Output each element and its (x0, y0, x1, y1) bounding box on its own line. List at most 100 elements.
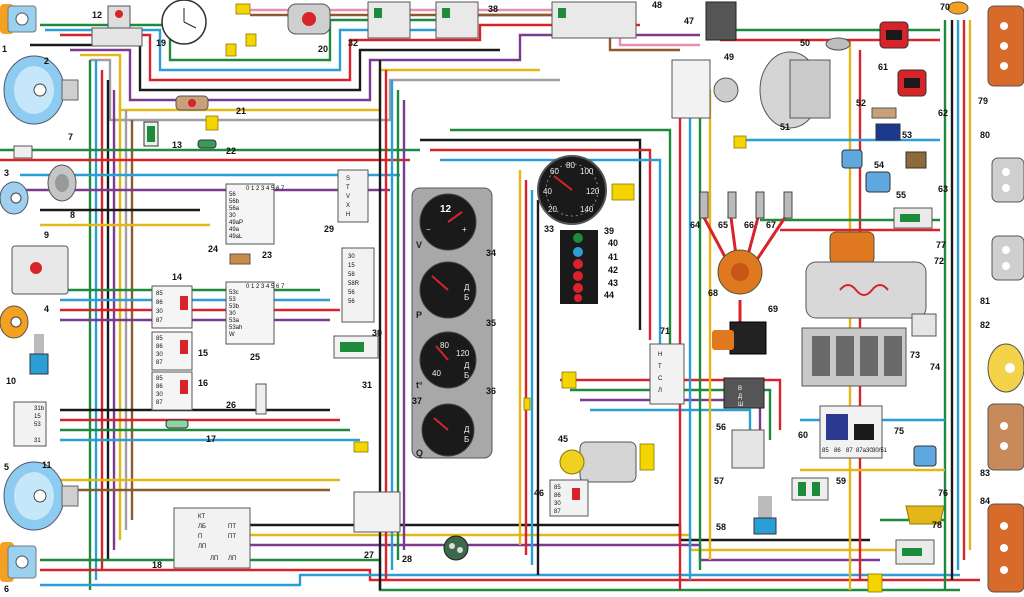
front-turn-lamp-top (0, 4, 37, 34)
distributor (717, 249, 763, 295)
switch29-pin: X (346, 203, 350, 209)
fuel-gauge-label: Q (416, 448, 423, 458)
switch30-pin: 30 (348, 254, 355, 260)
callout: 15 (198, 348, 208, 358)
switch-30: 30 15 58 58R 56 56 (341, 247, 375, 323)
switch30-pin: 58R (348, 281, 360, 287)
callout: 83 (980, 468, 990, 478)
callout: 27 (364, 550, 374, 560)
washer-motor (91, 5, 143, 47)
callout: 39 (604, 226, 614, 236)
side-lamp-4 (0, 305, 29, 339)
callout: 59 (836, 476, 846, 486)
callout: 14 (172, 272, 182, 282)
speedometer: 20 40 60 80 100 120 140 (537, 155, 607, 225)
switch29-pin: T (346, 185, 350, 191)
switch18-pin: ЛП (210, 556, 218, 562)
switch-11-labels: 31b 15 53 31 (34, 406, 45, 444)
sensor-52 (871, 107, 897, 119)
fuse-box-23: 0 1 2 3 4 5 6 7 56 56b 56a 30 49aP 49a 4… (225, 183, 285, 245)
warning-lamp-block (560, 230, 598, 304)
relay-57 (731, 429, 765, 469)
voltmeter-minus: − (426, 225, 431, 234)
sensor-63 (905, 151, 927, 169)
temp-gauge-label: t° (416, 380, 423, 390)
relay16-pin: 30 (156, 392, 163, 398)
callout: 77 (936, 240, 946, 250)
callout: 70 (940, 2, 950, 12)
sensor-75 (913, 445, 937, 467)
switch71-pin: С (658, 376, 663, 382)
temp-scale: 120 (456, 349, 470, 358)
switch-31 (333, 335, 379, 359)
regulator-pin: Ш (738, 402, 744, 408)
voltmeter-gauge: 12 − + V (416, 193, 477, 251)
callout: 41 (608, 252, 618, 262)
fuse23-terminal: 49aL (229, 234, 243, 240)
callout: 44 (604, 290, 614, 300)
fuse-box-25-header: 0 1 2 3 4 5 6 7 (246, 284, 285, 290)
fuse23-terminal: 30 (229, 213, 236, 219)
callout: 4 (44, 304, 49, 314)
callout: 36 (486, 386, 496, 396)
rear-lamp-79 (987, 5, 1024, 87)
callout: 10 (6, 376, 16, 386)
oil-gauge-terminal: Б (464, 293, 469, 302)
relay-46: 85 86 30 87 (549, 479, 589, 517)
callout: 40 (608, 238, 618, 248)
callout: 50 (800, 38, 810, 48)
fuse25-terminal: 53 (229, 297, 236, 303)
callout: 18 (152, 560, 162, 570)
voltmeter-label: V (416, 240, 422, 250)
relay15-pin: 30 (156, 352, 163, 358)
callout: 65 (718, 220, 728, 230)
temperature-gauge: 40 80 120 Д Б t° (416, 331, 477, 390)
relay-38 (435, 1, 479, 39)
callout: 67 (766, 220, 776, 230)
callout: 78 (932, 520, 942, 530)
fuse23-terminal: 49a (229, 227, 240, 233)
front-turn-lamp-bottom (0, 542, 37, 582)
regulator-pin: В (738, 386, 742, 392)
switch18-pin: ЛП (228, 556, 236, 562)
oil-gauge-terminal: Д (464, 283, 470, 292)
callout: 68 (708, 288, 718, 298)
instrument-cluster: 12 − + V Д Б P 40 80 120 Д Б t° (411, 187, 493, 459)
callout: 55 (896, 190, 906, 200)
callout: 8 (70, 210, 75, 220)
relay60-pin: 87 (846, 448, 853, 454)
callout: 26 (226, 400, 236, 410)
fuse25-terminal: W (229, 332, 235, 338)
relay14-pin: 86 (156, 300, 163, 306)
switch-29: S T V X H (337, 169, 369, 223)
callout: 76 (938, 488, 948, 498)
fuse23-terminal: 56a (229, 206, 240, 212)
callout: 34 (486, 248, 496, 258)
callout: 54 (874, 160, 884, 170)
fuel-gauge: Д Б Q (416, 403, 475, 458)
callout: 73 (910, 350, 920, 360)
callout: 29 (324, 224, 334, 234)
callout: 72 (934, 256, 944, 266)
callout: 47 (684, 16, 694, 26)
wiper-switch (13, 401, 47, 447)
callout: 21 (236, 106, 246, 116)
callout: 24 (208, 244, 218, 254)
relay60-pin: 85 (822, 448, 829, 454)
rear-lamp-83 (987, 403, 1024, 471)
fuse-box-25: 0 1 2 3 4 5 6 7 53c 53 53b 30 53a 53ah W (225, 281, 285, 345)
voltage-regulator: В Д Ш (723, 377, 765, 409)
sensor-77 (893, 207, 933, 229)
speedo-tick: 20 (548, 205, 557, 214)
relay-60: 85 86 87 87a 30 30/51 (819, 405, 888, 459)
callout: 32 (348, 38, 358, 48)
relay15-pin: 85 (156, 336, 163, 342)
relay14-pin: 85 (156, 291, 163, 297)
relay16-pin: 87 (156, 400, 163, 406)
callout: 58 (716, 522, 726, 532)
callout: 61 (878, 62, 888, 72)
temp-gauge-terminal: Д (464, 361, 470, 370)
switch29-pin: V (346, 194, 350, 200)
relay46-pin: 30 (554, 501, 561, 507)
callout: 23 (262, 250, 272, 260)
